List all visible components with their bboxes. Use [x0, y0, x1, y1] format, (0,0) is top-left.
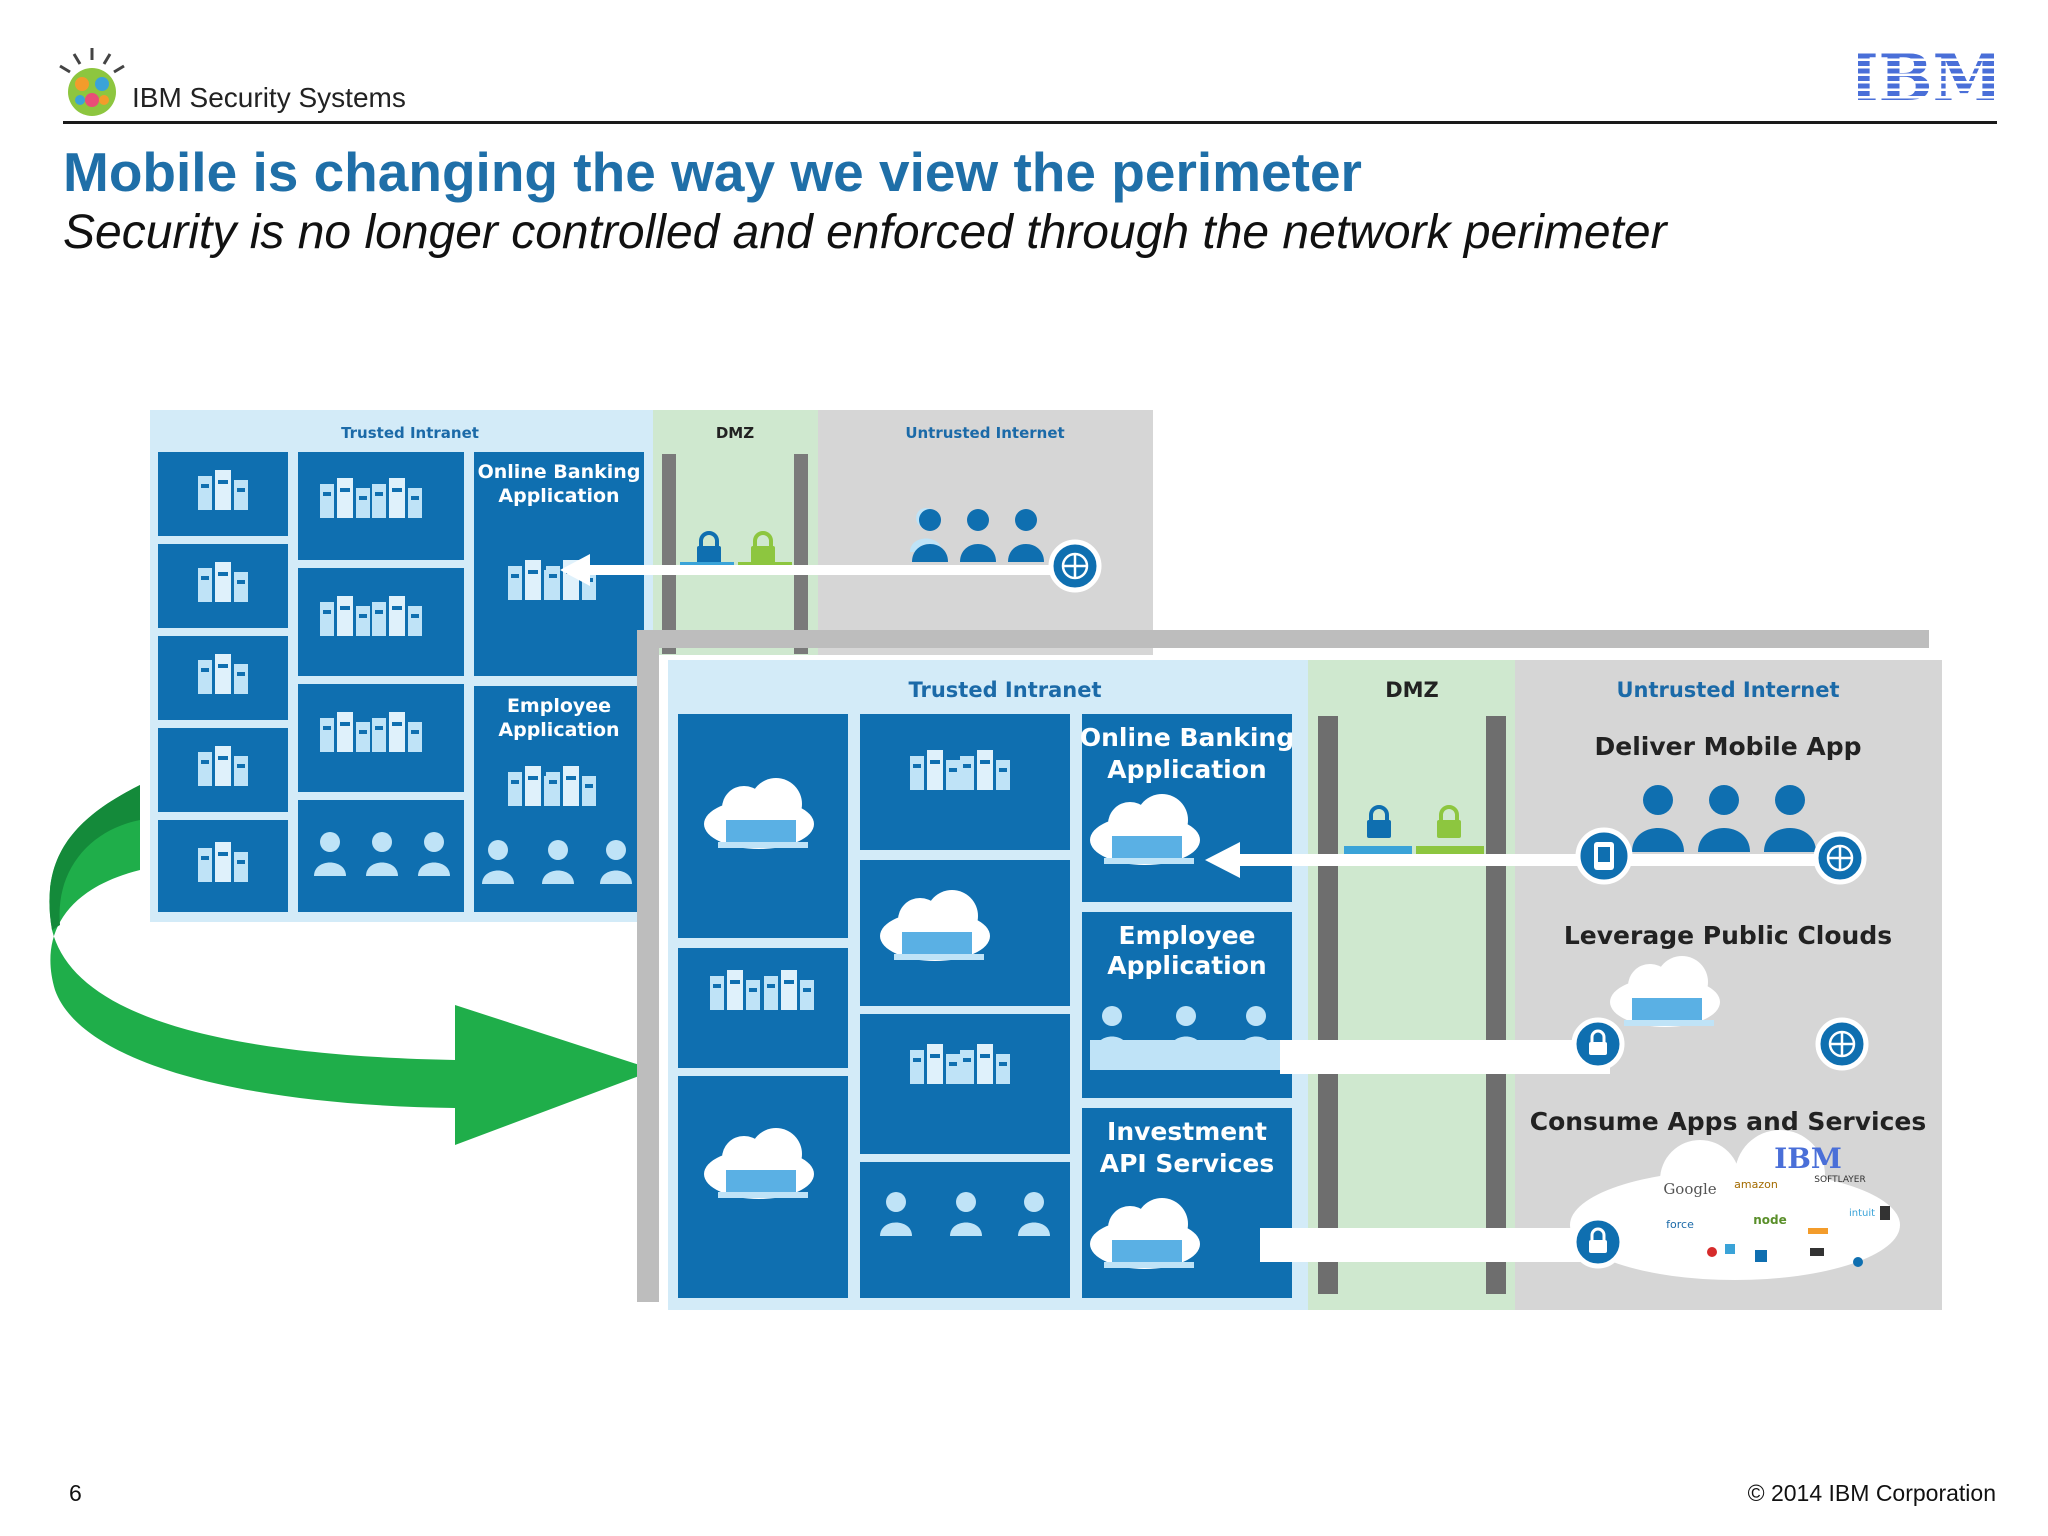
after-tiles-col2 — [860, 714, 1070, 1298]
before-label-dmz: DMZ — [716, 424, 754, 442]
cloud-logo-ibm: IBM — [1774, 1142, 1842, 1175]
before-dmz-zone — [653, 410, 818, 655]
before-connection-arrow — [560, 554, 1075, 586]
diagram-before: Trusted Intranet DMZ Untrusted Internet … — [150, 410, 1153, 922]
before-tiles-col2 — [298, 452, 464, 912]
after-left-shadow — [637, 630, 659, 1302]
after-employee-label-1: Employee — [1119, 921, 1256, 950]
before-employee-label-1: Employee — [507, 695, 611, 717]
before-online-banking-label-1: Online Banking — [478, 461, 641, 483]
before-tiles-col1 — [158, 452, 288, 912]
leverage-public-clouds-heading: Leverage Public Clouds — [1564, 921, 1892, 950]
after-connections — [1205, 842, 1840, 1262]
cloud-logo-softlayer: SOFTLAYER — [1814, 1175, 1865, 1185]
after-globe-icon-2 — [1818, 1020, 1866, 1068]
after-investment-label-2: API Services — [1100, 1149, 1275, 1178]
after-label-internet: Untrusted Internet — [1616, 678, 1839, 702]
after-employee-label-2: Application — [1107, 951, 1266, 980]
consume-apps-heading: Consume Apps and Services — [1530, 1107, 1927, 1136]
diagram-after: Trusted Intranet DMZ Untrusted Internet … — [637, 630, 1942, 1310]
after-online-banking-label-1: Online Banking — [1080, 723, 1294, 752]
before-employee-tile: Employee Application — [474, 686, 644, 912]
after-employee-tile: Employee Application — [1082, 912, 1292, 1098]
mobile-phone-icon — [1575, 827, 1633, 885]
transition-arrow — [49, 785, 655, 1145]
ibm-bee-logo — [52, 44, 132, 120]
logo-rays — [59, 48, 125, 74]
after-mobile-users — [1632, 785, 1816, 852]
ibm-logo: IBM — [1849, 41, 2004, 116]
before-dmz-walls — [662, 454, 808, 654]
before-internet-zone — [818, 410, 1153, 655]
after-investment-tile: Investment API Services — [1082, 1108, 1292, 1298]
after-label-dmz: DMZ — [1385, 678, 1439, 702]
before-employee-label-2: Application — [498, 719, 619, 741]
before-online-banking-label-2: Application — [498, 485, 619, 507]
after-tiles-col1 — [678, 714, 848, 1298]
copyright: © 2014 IBM Corporation — [1747, 1480, 1996, 1506]
cloud-logo-force: force — [1666, 1218, 1694, 1231]
before-label-internet: Untrusted Internet — [905, 424, 1064, 442]
after-online-banking-tile: Online Banking Application — [1080, 714, 1294, 902]
services-cloud: IBM Google amazon SOFTLAYER force node i… — [1570, 1130, 1900, 1280]
before-label-intranet: Trusted Intranet — [341, 424, 479, 442]
deliver-mobile-app-heading: Deliver Mobile App — [1594, 732, 1861, 761]
cloud-logo-amazon: amazon — [1734, 1178, 1778, 1191]
page-subtitle: Security is no longer controlled and enf… — [63, 206, 1667, 259]
after-globe-icon-1 — [1816, 834, 1864, 882]
after-top-shadow — [637, 630, 1929, 648]
after-online-banking-label-2: Application — [1107, 755, 1266, 784]
after-investment-label-1: Investment — [1107, 1117, 1267, 1146]
cloud-logo-google: Google — [1663, 1180, 1716, 1198]
page-number: 6 — [69, 1480, 82, 1506]
ibm-logo-text: IBM — [1858, 46, 1994, 106]
brand-name: IBM Security Systems — [132, 82, 406, 113]
cloud-logo-node: node — [1753, 1213, 1787, 1227]
page-title: Mobile is changing the way we view the p… — [63, 141, 1362, 203]
before-online-banking-tile: Online Banking Application — [474, 452, 644, 676]
cloud-logo-intuit: intuit — [1849, 1208, 1875, 1219]
after-label-intranet: Trusted Intranet — [908, 678, 1101, 702]
after-padlock-icon-1 — [1574, 1020, 1622, 1068]
header-rule — [63, 121, 1997, 124]
before-internet-users — [910, 508, 1099, 590]
after-dmz-zone — [1308, 660, 1515, 1310]
after-padlock-icon-2 — [1574, 1218, 1622, 1266]
